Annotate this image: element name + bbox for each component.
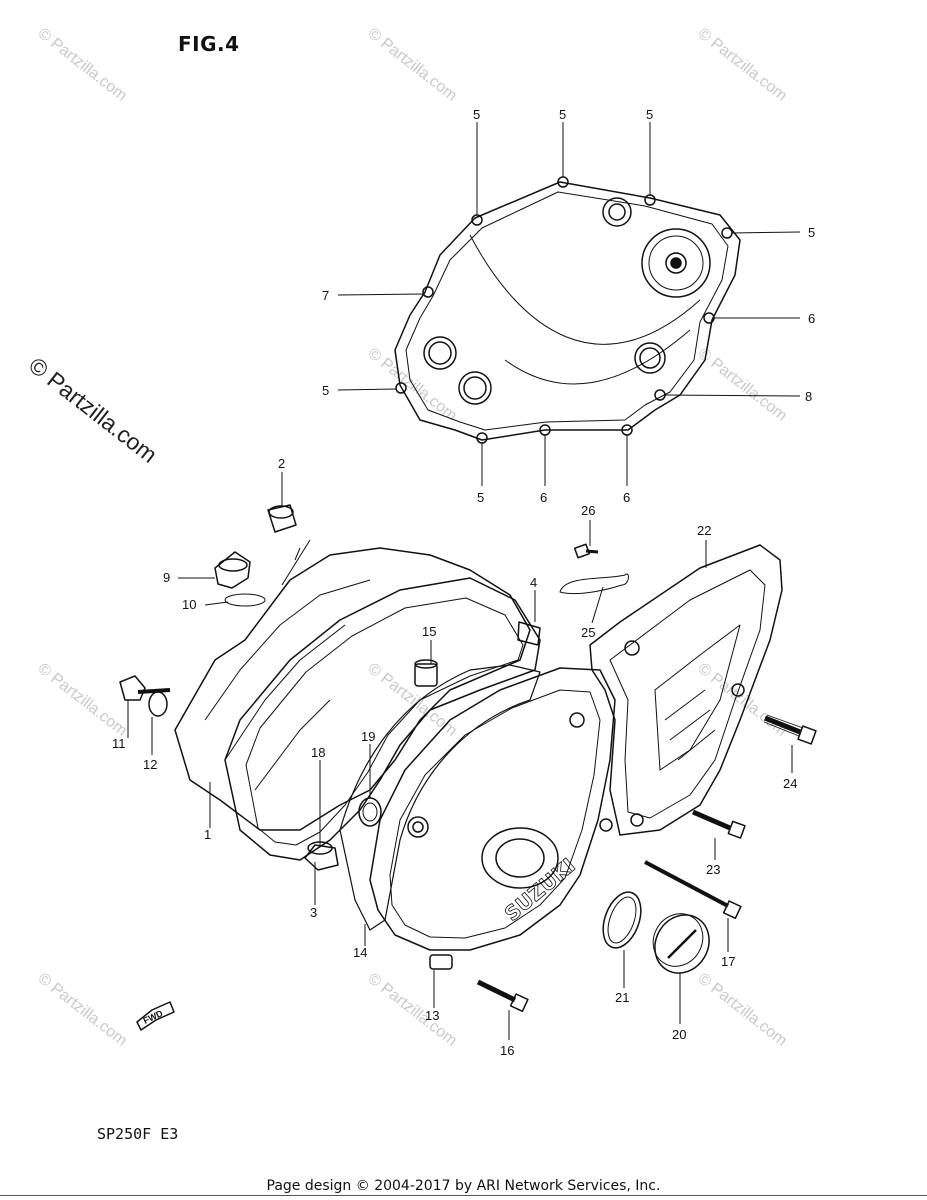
callout-13: 13 <box>425 1008 439 1023</box>
plug-18 <box>304 841 339 871</box>
figure-title: FIG.4 <box>178 32 240 56</box>
callout-26: 26 <box>581 503 595 518</box>
callout-24: 24 <box>783 776 797 791</box>
sprocket-cover <box>589 544 783 836</box>
plug-2 <box>267 504 297 533</box>
callout-23: 23 <box>706 862 720 877</box>
washer-12 <box>148 691 168 717</box>
callout-14: 14 <box>353 945 367 960</box>
page-footer: Page design © 2004-2017 by ARI Network S… <box>266 1178 661 1194</box>
footer-divider <box>0 1195 927 1196</box>
bolt-11 <box>119 675 171 701</box>
callout-19: 19 <box>361 729 375 744</box>
callout-5: 5 <box>322 383 329 398</box>
callout-8: 8 <box>805 389 812 404</box>
callout-22: 22 <box>697 523 711 538</box>
model-label: SP250F E3 <box>97 1125 179 1143</box>
callout-7: 7 <box>322 288 329 303</box>
cap-20 <box>652 913 710 974</box>
bolt-17 <box>644 860 742 920</box>
callout-5: 5 <box>477 490 484 505</box>
callout-5: 5 <box>473 107 480 122</box>
callout-16: 16 <box>500 1043 514 1058</box>
filler-cap-9 <box>214 551 266 607</box>
crankcase-cover <box>174 547 541 831</box>
callout-15: 15 <box>422 624 436 639</box>
callout-6: 6 <box>808 311 815 326</box>
callout-18: 18 <box>311 745 325 760</box>
o-ring-21 <box>602 891 642 949</box>
callout-17: 17 <box>721 954 735 969</box>
callout-20: 20 <box>672 1027 686 1042</box>
magneto-cover <box>369 667 616 970</box>
bolt-24 <box>763 714 817 745</box>
brand-cast-text: SUZUKI <box>500 853 580 926</box>
callout-5: 5 <box>646 107 653 122</box>
callout-12: 12 <box>143 757 157 772</box>
callout-9: 9 <box>163 570 170 585</box>
o-ring-19 <box>358 797 382 827</box>
fwd-label: FWD <box>142 1008 165 1026</box>
bolt-23 <box>692 809 746 839</box>
callout-21: 21 <box>615 990 629 1005</box>
inner-gasket <box>339 664 541 931</box>
clip-25 <box>559 573 629 595</box>
callout-6: 6 <box>540 490 547 505</box>
callout-5: 5 <box>559 107 566 122</box>
callout-2: 2 <box>278 456 285 471</box>
callout-10: 10 <box>182 597 196 612</box>
callout-11: 11 <box>112 736 126 751</box>
callout-25: 25 <box>581 625 595 640</box>
screw-26 <box>573 543 599 559</box>
clutch-cover <box>394 176 741 444</box>
callout-3: 3 <box>310 905 317 920</box>
callout-1: 1 <box>204 827 211 842</box>
callout-4: 4 <box>530 575 537 590</box>
bolt-16 <box>476 979 529 1013</box>
callout-6: 6 <box>623 490 630 505</box>
callout-5: 5 <box>808 225 815 240</box>
fwd-arrow <box>136 1001 175 1031</box>
